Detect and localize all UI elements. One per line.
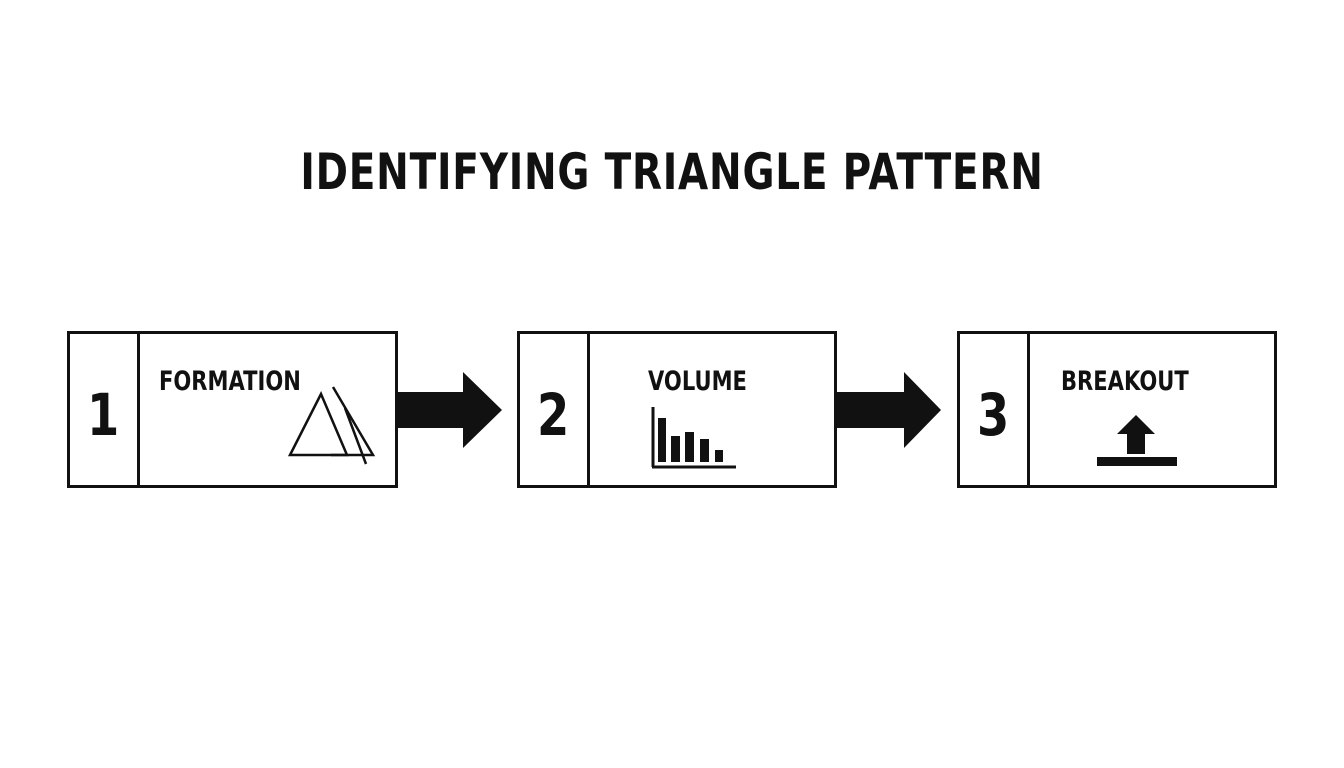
step-box-volume: 2 VOLUME: [517, 331, 837, 488]
step-label-formation: FORMATION: [159, 366, 301, 397]
step-number-cell: 2: [520, 334, 590, 485]
triangle-icon: [287, 386, 376, 465]
step-number: 2: [537, 380, 570, 449]
bar-chart-icon: [651, 407, 736, 469]
upload-arrow-icon: [1097, 415, 1177, 466]
arrow-right-icon: [398, 372, 502, 448]
step-number: 3: [977, 380, 1010, 449]
step-box-formation: 1 FORMATION: [67, 331, 398, 488]
diagram-title: IDENTIFYING TRIANGLE PATTERN: [300, 143, 1044, 201]
step-label-breakout: BREAKOUT: [1061, 366, 1189, 397]
step-label-volume: VOLUME: [648, 366, 747, 397]
step-number: 1: [87, 380, 120, 449]
arrow-right-icon: [837, 372, 941, 448]
step-box-breakout: 3 BREAKOUT: [957, 331, 1277, 488]
step-number-cell: 3: [960, 334, 1030, 485]
step-number-cell: 1: [70, 334, 140, 485]
